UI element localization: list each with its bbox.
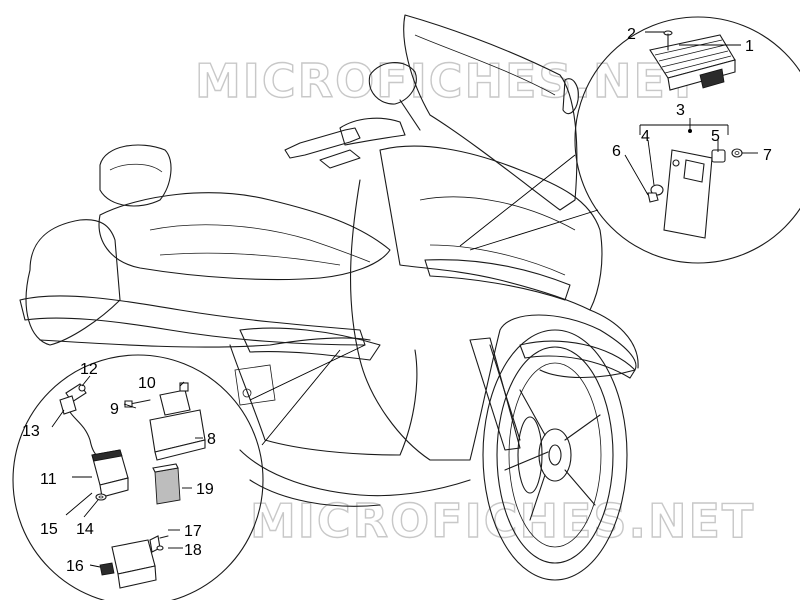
callout-17: 17 [184, 523, 202, 540]
regulator-part-assembly [647, 148, 743, 239]
callout-3: 3 [676, 102, 685, 119]
callout-labels: 1 2 3 4 5 6 7 8 9 10 11 12 13 14 15 16 1… [22, 26, 772, 575]
connector-part-13 [59, 383, 101, 459]
callout-6: 6 [612, 143, 621, 160]
callout-7: 7 [763, 147, 772, 164]
callout-13: 13 [22, 423, 40, 440]
callout-10: 10 [138, 375, 156, 392]
callout-8: 8 [207, 431, 216, 448]
leader-lines-bottom [51, 375, 203, 568]
scooter-outline [19, 14, 639, 581]
block-part-19 [152, 463, 181, 505]
callout-4: 4 [641, 128, 650, 145]
leader-lines-top [624, 31, 758, 196]
callout-16: 16 [66, 558, 84, 575]
voltage-regulator-part-1 [649, 34, 736, 91]
callout-14: 14 [76, 521, 94, 538]
callout-5: 5 [711, 128, 720, 145]
callout-11: 11 [40, 471, 57, 488]
callout-2: 2 [627, 26, 636, 43]
callout-9: 9 [110, 401, 119, 418]
callout-15: 15 [40, 521, 58, 538]
detail-circle-top-right [459, 16, 800, 264]
bolt-part-2 [663, 30, 673, 51]
watermark-top: MICROFICHES.NET [195, 54, 700, 108]
relay-part-11 [91, 449, 129, 498]
bracket-group-3 [639, 118, 729, 135]
callout-1: 1 [745, 38, 754, 55]
washer-part-14 [95, 493, 107, 501]
relay-part-16 [99, 535, 169, 589]
detail-circle-bottom-left [12, 344, 366, 600]
control-unit-part-8 [124, 382, 206, 461]
callout-12: 12 [80, 361, 98, 378]
callout-19: 19 [196, 481, 214, 498]
callout-18: 18 [184, 542, 202, 559]
